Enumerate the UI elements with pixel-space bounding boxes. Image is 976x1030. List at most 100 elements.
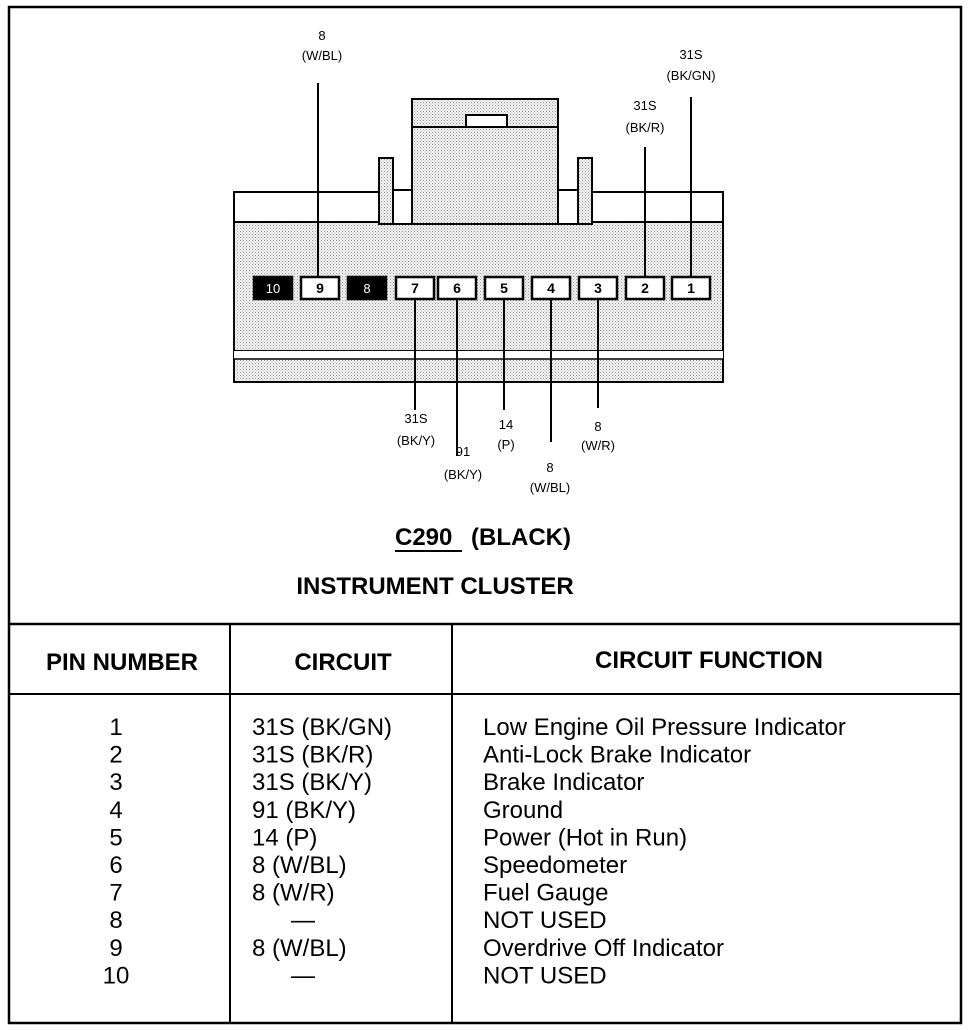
cell-circuit: — [291, 907, 315, 934]
header-pin-number: PIN NUMBER [46, 649, 198, 676]
cell-function: NOT USED [483, 907, 607, 934]
connector-id: C290 [395, 524, 452, 551]
pin-3-wire-color: (BK/Y) [397, 433, 435, 448]
pin-4-circuit-number: 91 [456, 444, 470, 459]
pin-row: 10 9 8 7 6 5 4 3 2 1 [252, 275, 712, 301]
table-row: 6 8 (W/BL) Speedometer [109, 852, 627, 879]
housing-bottom-band [234, 351, 723, 359]
table-row: 3 31S (BK/Y) Brake Indicator [109, 769, 644, 796]
pin-1-wire-color: (BK/GN) [666, 68, 715, 83]
pin-3-circuit-number: 31S [404, 411, 427, 426]
cell-pin: 10 [103, 962, 130, 989]
cell-function: Low Engine Oil Pressure Indicator [483, 714, 846, 741]
pinout-table: PIN NUMBER CIRCUIT CIRCUIT FUNCTION 1 31S… [9, 622, 961, 1023]
housing-top-band-right [577, 191, 724, 223]
pin-6: 6 [436, 275, 478, 301]
cell-circuit: — [291, 962, 315, 989]
cell-circuit: 8 (W/BL) [252, 852, 347, 879]
latch-slot-left [392, 189, 413, 225]
cell-circuit: 31S (BK/Y) [252, 769, 372, 796]
cell-pin: 7 [109, 880, 122, 907]
pin-7-number: 7 [411, 280, 419, 296]
pin-9-circuit-number: 8 [318, 28, 325, 43]
cell-pin: 5 [109, 824, 122, 851]
cell-pin: 9 [109, 935, 122, 962]
cell-pin: 8 [109, 907, 122, 934]
pin-4-wire-color: (BK/Y) [444, 467, 482, 482]
pin-7-circuit-number: 8 [594, 419, 601, 434]
table-body: 1 31S (BK/GN) Low Engine Oil Pressure Indi… [103, 714, 846, 989]
latch-tab [465, 114, 508, 128]
cell-function: Ground [483, 797, 563, 824]
table-row: 8 — NOT USED [109, 907, 606, 934]
cell-circuit: 91 (BK/Y) [252, 797, 356, 824]
pin-8: 8 [346, 275, 388, 301]
table-row: 5 14 (P) Power (Hot in Run) [109, 824, 687, 851]
pin-1: 1 [670, 275, 712, 301]
pin-4: 4 [530, 275, 572, 301]
pin-5-circuit-number: 14 [499, 417, 513, 432]
pin-9-cavity [299, 275, 341, 301]
header-circuit: CIRCUIT [294, 649, 392, 676]
connector-color: (BLACK) [471, 524, 571, 551]
pin-2: 2 [624, 275, 666, 301]
cell-pin: 6 [109, 852, 122, 879]
pin-7: 7 [394, 275, 436, 301]
pin-9-wire-color: (W/BL) [302, 48, 342, 63]
pin-6-number: 6 [453, 280, 461, 296]
cell-circuit: 31S (BK/R) [252, 742, 373, 769]
table-row: 9 8 (W/BL) Overdrive Off Indicator [109, 935, 724, 962]
housing-top-band-left [233, 191, 380, 223]
table-row: 7 8 (W/R) Fuel Gauge [109, 880, 608, 907]
cell-function: Anti-Lock Brake Indicator [483, 742, 751, 769]
cell-function: NOT USED [483, 962, 607, 989]
cell-function: Fuel Gauge [483, 880, 608, 907]
pin-7-wire-color: (W/R) [581, 438, 615, 453]
cell-circuit: 8 (W/BL) [252, 935, 347, 962]
pin-6-wire-color: (W/BL) [530, 480, 570, 495]
pin-8-number: 8 [363, 281, 370, 296]
pin-4-number: 4 [547, 280, 555, 296]
cell-circuit: 8 (W/R) [252, 880, 335, 907]
cell-pin: 2 [109, 742, 122, 769]
outer-frame [7, 5, 963, 1025]
latch-post-right [577, 157, 593, 225]
cell-pin: 3 [109, 769, 122, 796]
pin-5: 5 [483, 275, 525, 301]
table-row: 4 91 (BK/Y) Ground [109, 797, 563, 824]
pin-2-number: 2 [641, 280, 649, 296]
pin-9-number: 9 [316, 280, 324, 296]
cell-function: Overdrive Off Indicator [483, 935, 724, 962]
latch-slot-right [557, 189, 579, 225]
pin-2-wire-color: (BK/R) [626, 120, 665, 135]
cell-pin: 4 [109, 797, 122, 824]
cell-function: Brake Indicator [483, 769, 644, 796]
connector-body [233, 98, 724, 383]
pin-5-wire-color: (P) [497, 437, 514, 452]
cell-function: Speedometer [483, 852, 627, 879]
pin-9: 9 [299, 275, 341, 301]
cell-circuit: 31S (BK/GN) [252, 714, 392, 741]
pin-10-number: 10 [266, 281, 280, 296]
latch-post-left [378, 157, 394, 225]
connector-name: INSTRUMENT CLUSTER [296, 573, 573, 600]
pin-10: 10 [252, 275, 294, 301]
pin-3: 3 [577, 275, 619, 301]
pin-10-cavity [252, 275, 294, 301]
cell-circuit: 14 (P) [252, 824, 317, 851]
pin-2-circuit-number: 31S [633, 98, 656, 113]
table-row: 10 — NOT USED [103, 962, 607, 989]
cell-function: Power (Hot in Run) [483, 824, 687, 851]
table-row: 1 31S (BK/GN) Low Engine Oil Pressure Indi… [109, 714, 846, 741]
pin-6-circuit-number: 8 [546, 460, 553, 475]
table-row: 2 31S (BK/R) Anti-Lock Brake Indicator [109, 742, 751, 769]
header-circuit-function: CIRCUIT FUNCTION [595, 647, 823, 674]
pin-5-number: 5 [500, 280, 508, 296]
wire-leads: 8(W/BL)8(W/R)8(W/BL)14(P)91(BK/Y)31S(BK/… [302, 28, 716, 495]
pin-1-number: 1 [687, 280, 695, 296]
pin-3-number: 3 [594, 280, 602, 296]
pin-1-circuit-number: 31S [679, 47, 702, 62]
cell-pin: 1 [109, 714, 122, 741]
pin-8-cavity [346, 275, 388, 301]
